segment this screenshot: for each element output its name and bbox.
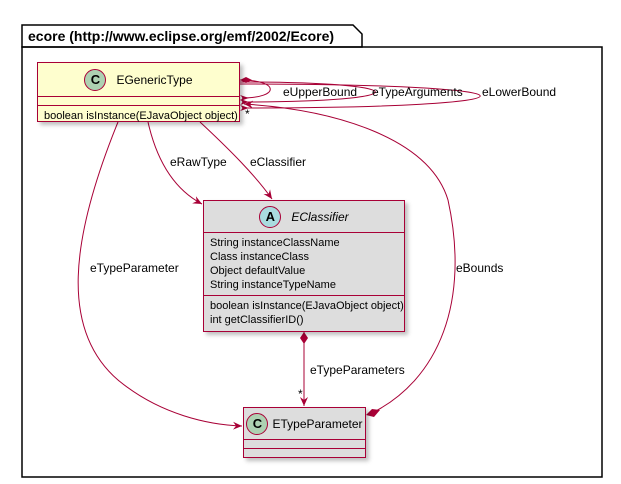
method-row: boolean isInstance(EJavaObject object) [44, 110, 238, 122]
class-stereotype-icon: C [246, 412, 269, 435]
multiplicity-marker: * [298, 387, 303, 401]
class-stereotype-icon: C [84, 68, 107, 91]
multiplicity-marker: * [245, 107, 250, 121]
relation-eupperbound [239, 79, 271, 99]
relation-etypearguments [239, 81, 376, 103]
label-eclassifier: eClassifier [250, 155, 306, 169]
class-header: A EClassifier [204, 201, 404, 233]
label-etypeparameters: eTypeParameters [310, 363, 405, 377]
attributes-section [38, 97, 239, 106]
relation-elowerbound [239, 83, 481, 109]
label-elowerbound: eLowerBound [482, 85, 556, 99]
methods-section: boolean isInstance(EJavaObject object) i… [204, 296, 404, 330]
class-name: EClassifier [291, 209, 349, 224]
label-ebounds: eBounds [456, 261, 503, 275]
label-eupperbound: eUpperBound [283, 85, 357, 99]
label-etypeparameter: eTypeParameter [90, 261, 179, 275]
attribute-row: String instanceClassName [210, 237, 340, 249]
methods-section: boolean isInstance(EJavaObject object) [38, 106, 239, 126]
class-header: C EGenericType [38, 63, 239, 97]
abstract-stereotype-icon: A [259, 205, 282, 228]
method-row: int getClassifierID() [210, 314, 304, 326]
relation-erawtype [147, 121, 203, 205]
relation-etypeparameter [77, 121, 243, 430]
attribute-row: String instanceTypeName [210, 279, 336, 291]
class-egenerictype[interactable]: C EGenericType boolean isInstance(EJavaO… [37, 62, 240, 122]
relation-eclassifier [199, 121, 273, 200]
attribute-row: Class instanceClass [210, 251, 310, 263]
relation-ebounds [243, 100, 456, 415]
class-name: ETypeParameter [272, 416, 363, 431]
label-erawtype: eRawType [170, 155, 227, 169]
methods-section [244, 449, 365, 457]
class-name: EGenericType [116, 72, 193, 87]
class-etypeparameter[interactable]: C ETypeParameter [243, 407, 366, 458]
label-etypearguments: eTypeArguments [372, 85, 463, 99]
attribute-row: Object defaultValue [210, 265, 306, 277]
class-header: C ETypeParameter [244, 408, 365, 440]
package-title: ecore (http://www.eclipse.org/emf/2002/E… [28, 28, 335, 44]
attributes-section: String instanceClassName Class instanceC… [204, 233, 404, 296]
class-eclassifier[interactable]: A EClassifier String instanceClassName C… [203, 200, 405, 332]
method-row: boolean isInstance(EJavaObject object) [210, 300, 404, 312]
attributes-section [244, 440, 365, 449]
